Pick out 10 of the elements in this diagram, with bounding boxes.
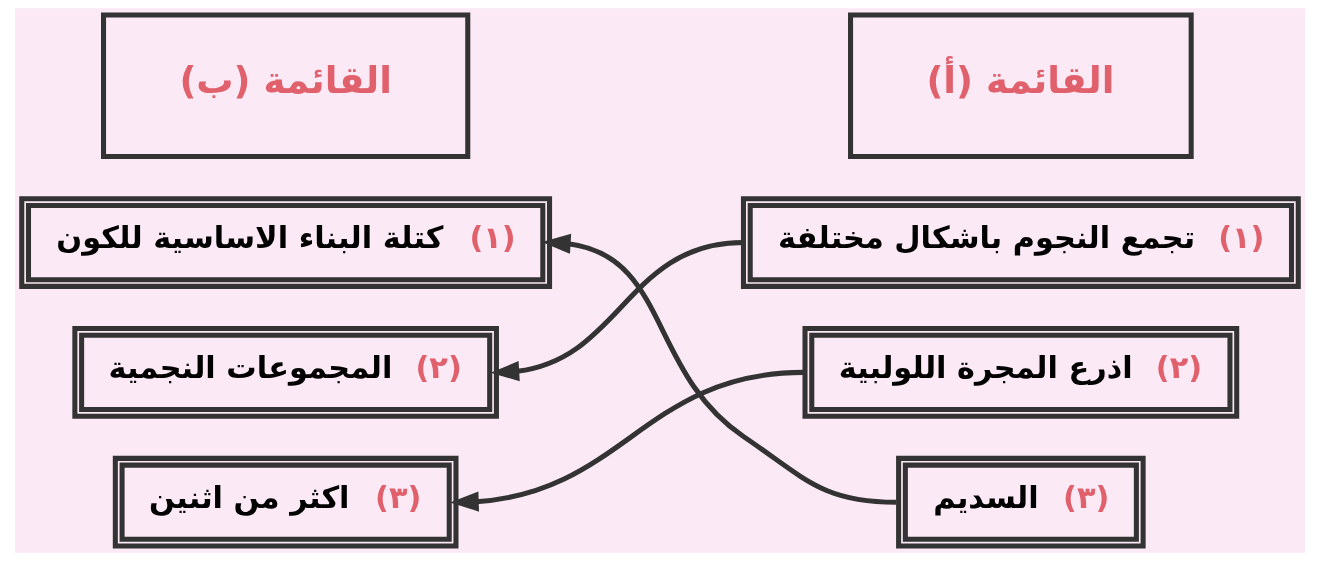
node-box: القائمة (ب) [100,12,470,160]
node-box: السديم (٣) [895,455,1146,549]
node-box: تجمع النجوم باشكال مختلفة (١) [740,196,1301,289]
arrow [449,369,803,512]
node-box: المجموعات النجمية (٢) [71,326,499,419]
node-box: كتلة البناء الاساسية للكون (١) [18,196,552,289]
node-box: اذرع المجرة اللولبية (٢) [802,326,1239,419]
node-box: القائمة (أ) [847,12,1194,160]
node-box: اكثر من اثنين (٣) [112,455,458,549]
arrow [489,240,744,382]
